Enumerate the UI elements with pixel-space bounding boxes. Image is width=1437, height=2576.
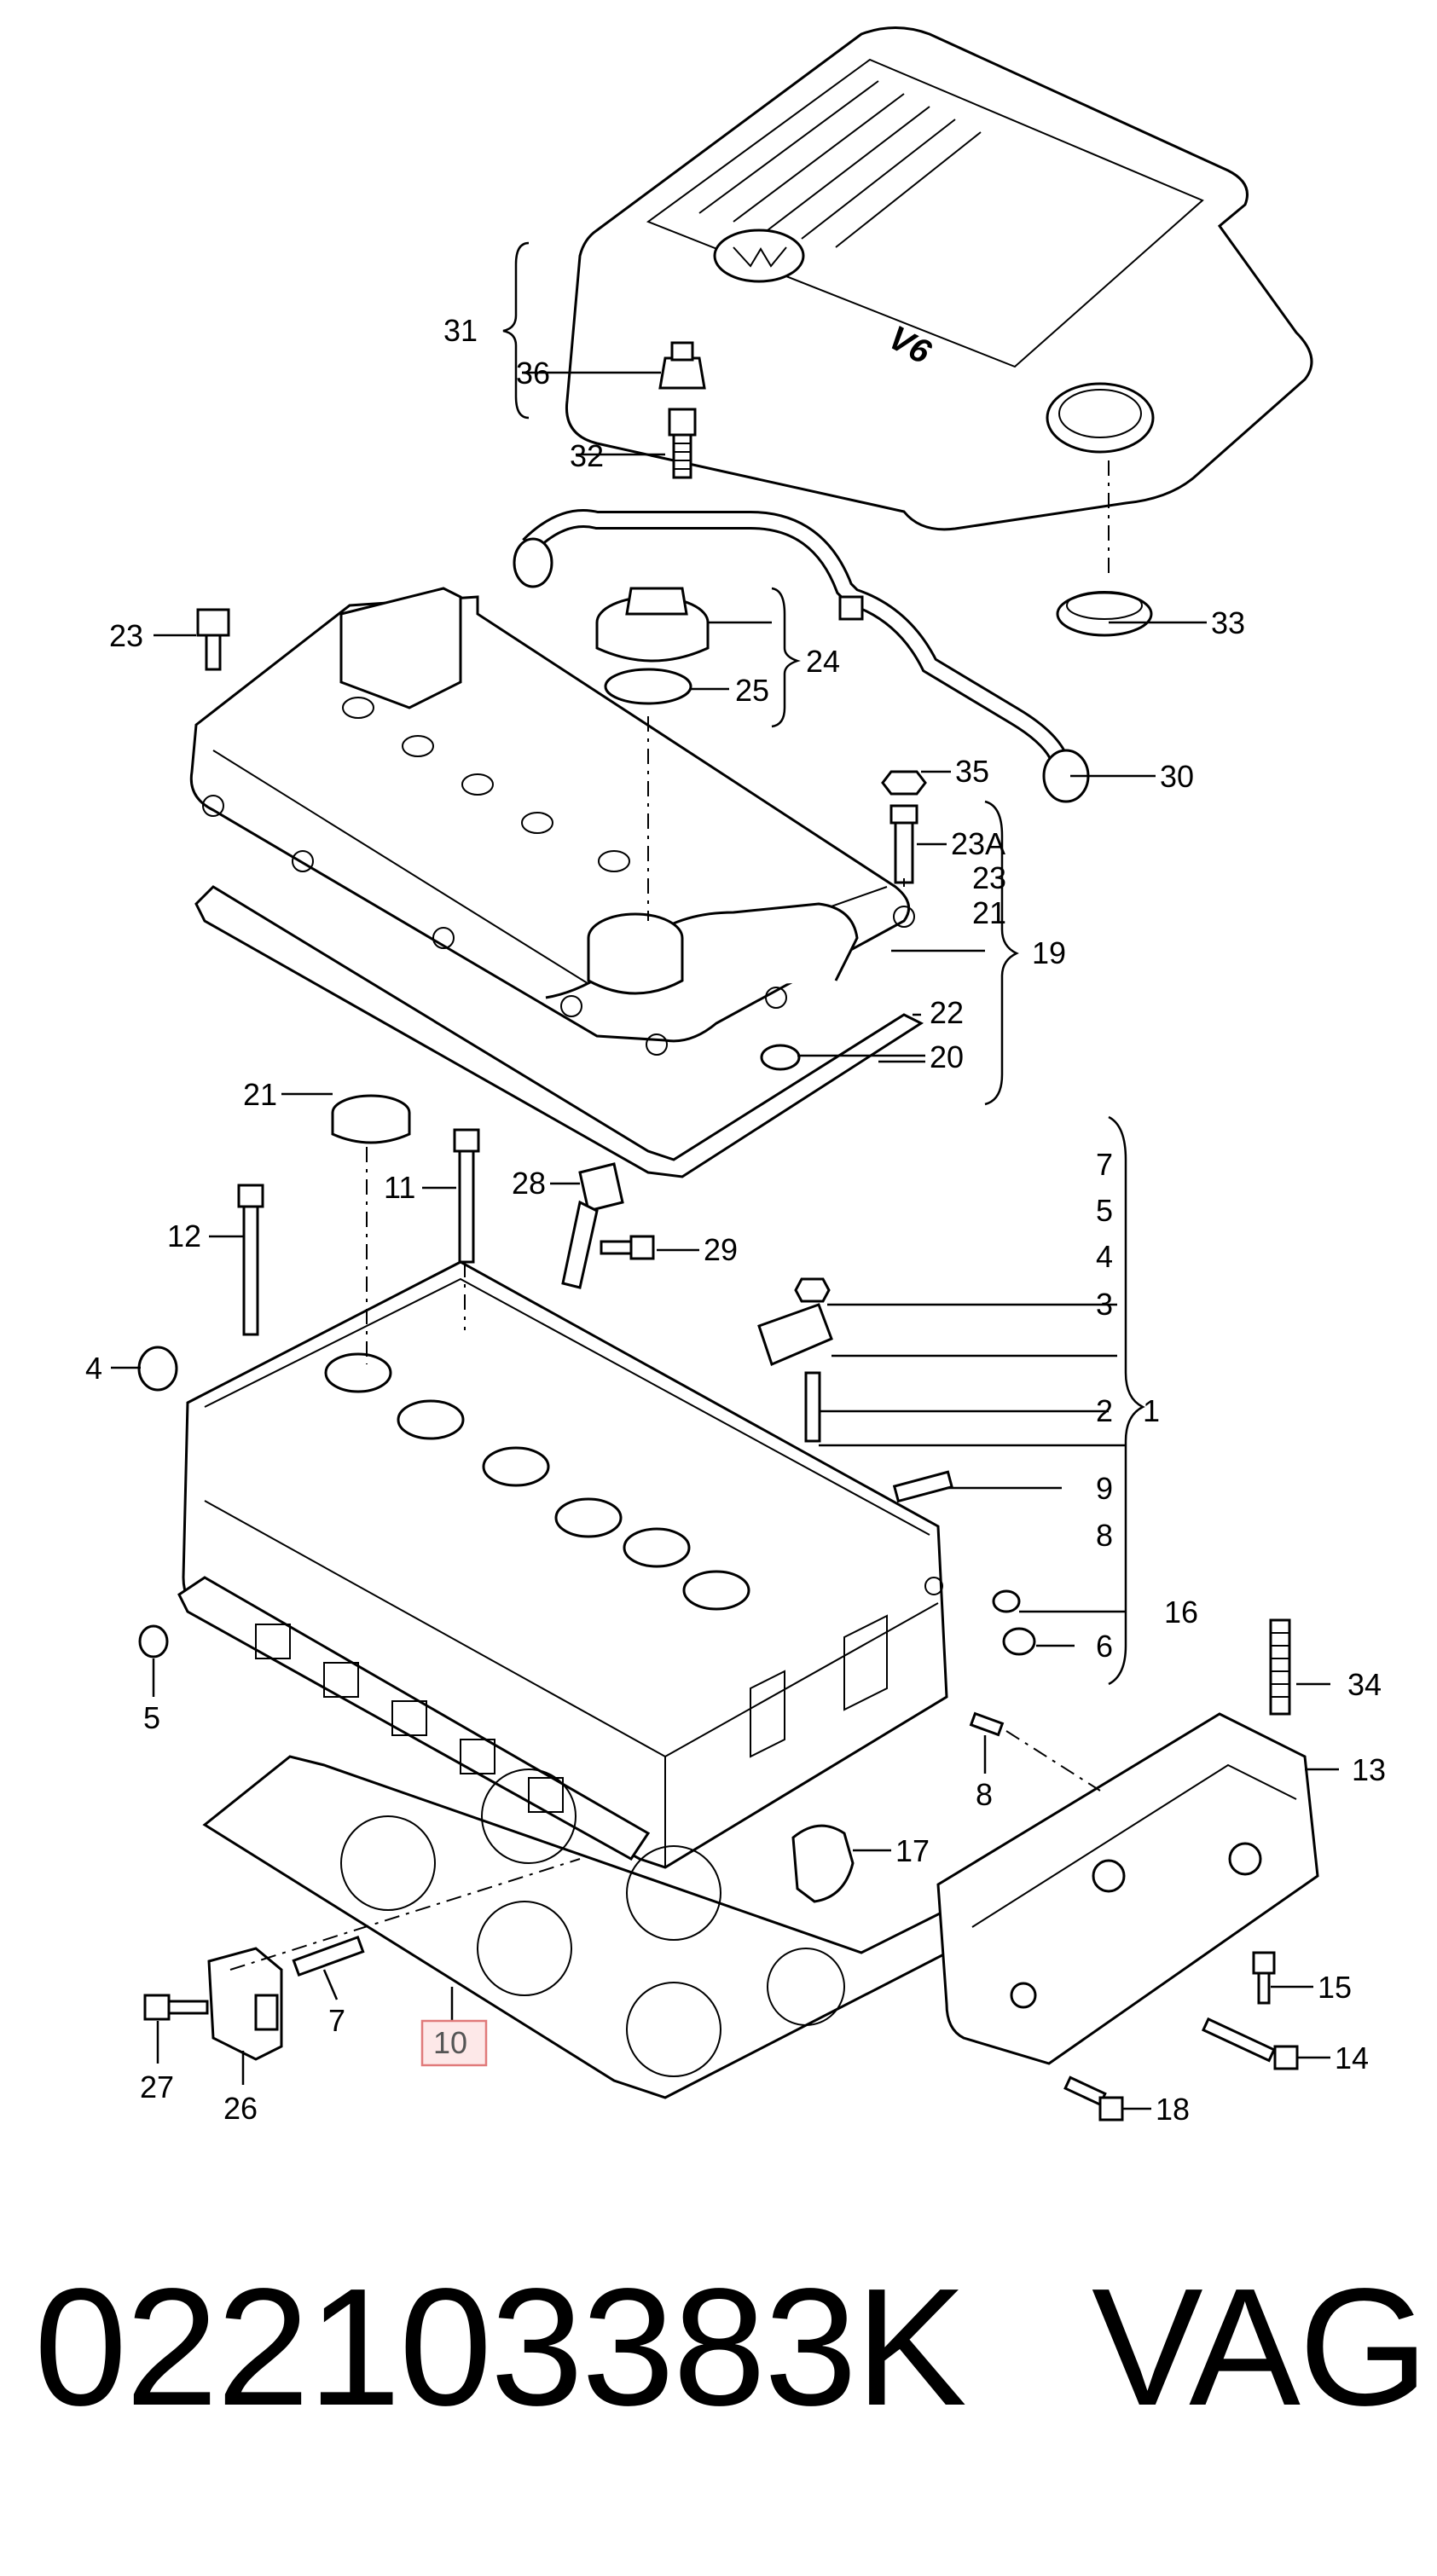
callout-32: 32 xyxy=(570,438,604,473)
cover-grommet-36 xyxy=(658,341,706,390)
callout-15: 15 xyxy=(1318,1970,1352,2005)
callout-24: 24 xyxy=(806,644,840,679)
callout-22: 22 xyxy=(930,995,964,1030)
stud-34 xyxy=(1269,1618,1291,1716)
bolt-15 xyxy=(1252,1951,1276,2005)
spark-plug-seal-21 xyxy=(331,1094,411,1144)
callout-2: 2 xyxy=(1096,1393,1113,1428)
callout-35: 35 xyxy=(955,754,989,789)
highlight-box-10 xyxy=(420,2019,488,2067)
callout-34: 34 xyxy=(1347,1667,1382,1702)
bolt-29 xyxy=(600,1235,655,1260)
callout-33: 33 xyxy=(1211,605,1245,640)
callout-23: 23 xyxy=(109,618,143,653)
callout-4-group: 4 xyxy=(1096,1239,1113,1274)
callout-labels: 31 36 32 33 23 24 25 30 35 23A 23 21 19 … xyxy=(85,313,1386,2127)
cover-stud-32 xyxy=(668,408,697,479)
callout-21: 21 xyxy=(243,1077,277,1112)
callout-7: 7 xyxy=(328,2003,345,2038)
callout-26: 26 xyxy=(223,2091,258,2126)
callout-6: 6 xyxy=(1096,1629,1113,1664)
callout-29: 29 xyxy=(704,1232,738,1267)
bolt-12 xyxy=(237,1184,264,1336)
callout-27: 27 xyxy=(140,2069,174,2104)
callout-31: 31 xyxy=(443,313,478,348)
bracket-31 xyxy=(502,241,530,420)
dowel-8 xyxy=(969,1711,1005,1737)
bracket-26 xyxy=(207,1947,283,2061)
callout-13: 13 xyxy=(1352,1752,1386,1787)
seal-16 xyxy=(992,1589,1021,1613)
callout-19: 19 xyxy=(1032,935,1066,970)
housing-13 xyxy=(936,1712,1319,2065)
callout-12: 12 xyxy=(167,1219,201,1253)
breather-hose xyxy=(513,509,1090,803)
exhaust-ports xyxy=(177,1576,651,1861)
callout-3: 3 xyxy=(1096,1287,1113,1322)
callout-10: 10 xyxy=(433,2025,467,2060)
cylinder-head xyxy=(182,1260,948,1869)
plug-5 xyxy=(138,1624,169,1658)
bracket-28 xyxy=(561,1162,624,1289)
engine-cover: V6 xyxy=(565,26,1313,580)
callout-36: 36 xyxy=(516,356,550,391)
callout-9: 9 xyxy=(1096,1471,1113,1506)
bearing-cap xyxy=(757,1277,833,1443)
spacer-23a xyxy=(889,804,918,884)
leader-lines xyxy=(111,371,1339,2110)
callout-30: 30 xyxy=(1160,759,1194,794)
plug-6 xyxy=(1002,1627,1036,1656)
bolt-27 xyxy=(143,1994,209,2021)
plug-4 xyxy=(137,1346,178,1392)
callout-5-group: 5 xyxy=(1096,1193,1113,1228)
assembly-lines xyxy=(229,716,1101,1971)
callout-7-group: 7 xyxy=(1096,1147,1113,1182)
callout-21-group: 21 xyxy=(972,895,1006,930)
bolt-14 xyxy=(1201,2017,1299,2070)
bracket-1 xyxy=(1108,1115,1145,1686)
stud-9 xyxy=(892,1470,953,1503)
parts-diagram: V6 xyxy=(85,26,1386,2127)
bracket-19 xyxy=(984,800,1019,1106)
bracket-24 xyxy=(771,587,801,728)
callout-4: 4 xyxy=(85,1351,102,1386)
callout-23a: 23A xyxy=(951,826,1005,861)
bolt-18 xyxy=(1063,2075,1124,2122)
callout-28: 28 xyxy=(512,1166,546,1201)
valve-cover xyxy=(189,587,915,1056)
caption: 022103383K VAG xyxy=(34,2251,1428,2440)
nut-35 xyxy=(881,770,927,796)
callout-1: 1 xyxy=(1143,1393,1160,1428)
callout-23-group: 23 xyxy=(972,860,1006,895)
callout-18: 18 xyxy=(1156,2092,1190,2127)
oil-filler-cap xyxy=(595,587,710,663)
callout-17: 17 xyxy=(895,1833,930,1868)
callout-20: 20 xyxy=(930,1039,964,1074)
grommet-33 xyxy=(1056,591,1153,637)
gasket-22 xyxy=(760,1044,801,1071)
callout-16: 16 xyxy=(1164,1595,1198,1630)
part-number: 022103383K xyxy=(34,2254,967,2440)
callout-5: 5 xyxy=(143,1700,160,1735)
gasket-17 xyxy=(791,1824,855,1903)
callout-25: 25 xyxy=(735,673,769,708)
filler-seal xyxy=(604,668,692,705)
bolt-11 xyxy=(453,1128,480,1264)
callout-11: 11 xyxy=(384,1170,415,1205)
brand-name: VAG xyxy=(1092,2254,1428,2440)
bolt-23 xyxy=(196,608,230,671)
callout-8: 8 xyxy=(976,1777,993,1812)
callout-14: 14 xyxy=(1335,2041,1369,2075)
valve-cover-gasket xyxy=(194,885,924,1178)
callout-8-group: 8 xyxy=(1096,1518,1113,1553)
dowel-pin-7 xyxy=(292,1935,365,1977)
